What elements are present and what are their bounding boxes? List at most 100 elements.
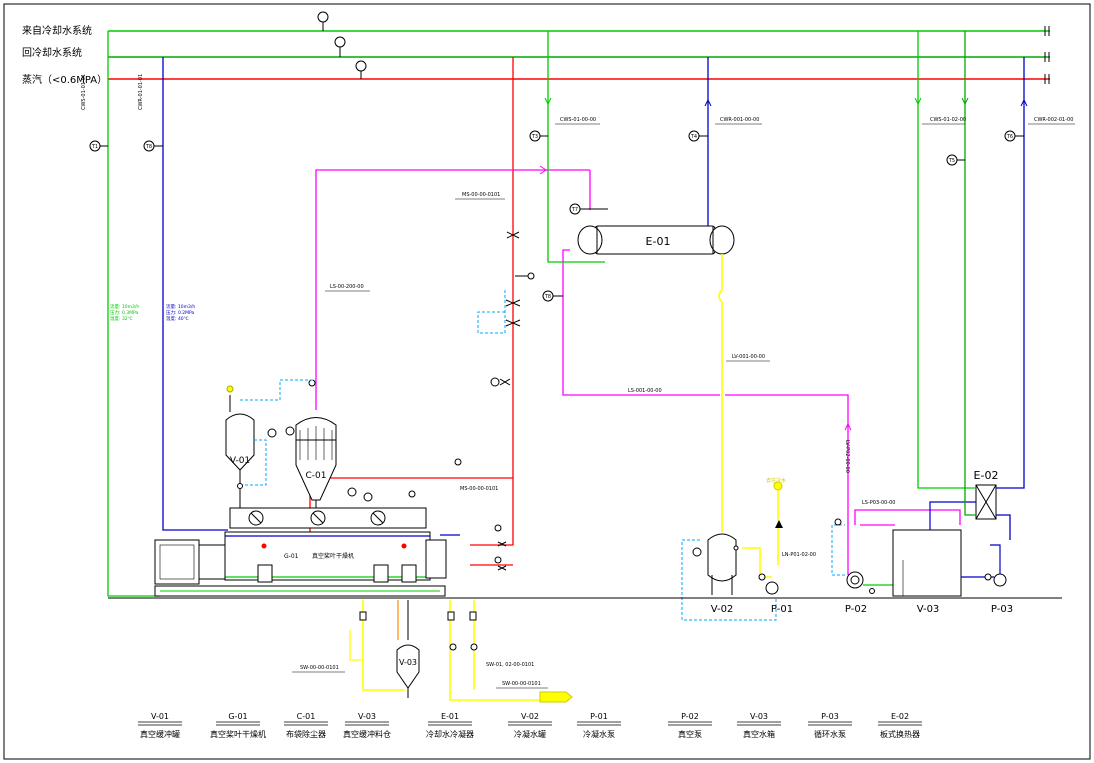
check-valve-icon <box>775 520 783 528</box>
sample-icon <box>469 611 477 621</box>
cwr-v03-b <box>996 514 1011 540</box>
flow-arrow-icon <box>539 165 547 175</box>
temperature-tag-icon <box>143 140 155 152</box>
cwr-v03 <box>996 57 1025 489</box>
note-left-blue-3: 温度: 40℃ <box>166 315 189 322</box>
cooling-return-label: 回冷却水系统 <box>22 46 82 59</box>
e01-head-left <box>577 225 603 255</box>
indicator-icon <box>408 490 416 498</box>
pipe-label-lv-e01: LV-001-00-00 <box>732 354 765 360</box>
e02-to-v03 <box>929 501 976 530</box>
steam-lines: MS-00-00-0101 MS-00-00-0101 <box>240 57 535 566</box>
legend-name: 真空缓冲罐 <box>140 729 180 739</box>
bypass-loop <box>477 311 505 334</box>
pressure-gauge-icon <box>363 492 373 502</box>
pump-p02-inner <box>850 575 860 585</box>
e01-cooling: T3 T4 CWS-01-00-00 CWR-001-00-00 <box>529 31 762 263</box>
pressure-gauge-icon <box>355 60 367 72</box>
e01-head-right <box>709 225 735 255</box>
v02-p01: V-02 P-01 <box>681 520 793 621</box>
seal-loop <box>349 630 363 661</box>
legend-tag: V-03 <box>358 712 376 721</box>
note-left-green-3: 温度: 32℃ <box>110 315 133 322</box>
vapor-to-p02 <box>725 394 849 575</box>
left-cooling-lines: CWS-01-01-01 CWR-01-01-01 流量: 10m3/h 压力:… <box>81 31 228 597</box>
cooling-supply-label: 来自冷却水系统 <box>22 24 92 37</box>
indicator-icon <box>226 385 234 393</box>
vapor-lines: LS-00-200-00 LS-001-00-00 LV-P02-00-00 L… <box>308 165 961 575</box>
legend-tag: V-03 <box>750 712 768 721</box>
pipe-label-cwr-e01: CWR-001-00-00 <box>720 117 759 123</box>
indicator-icon <box>401 543 407 549</box>
pipe-label-sw-left: SW-00-00-0101 <box>300 665 339 671</box>
yellow-indicator-icon <box>773 481 783 491</box>
v03-p03-e02: V-03 P-03 E-02 T5 T6 CWS-01-02-00 CWR-00… <box>869 31 1075 615</box>
seal-water-mid <box>449 600 540 701</box>
indicator-icon <box>470 643 478 651</box>
vapor-e01-to-pump <box>562 249 720 396</box>
valve-icon <box>497 565 507 571</box>
p02: P-02 <box>831 518 895 615</box>
v01-buffer: V-01 <box>225 379 316 510</box>
drive-motor <box>154 539 200 585</box>
instrument-t7: T7 <box>571 207 578 213</box>
v03-tank <box>892 529 962 597</box>
e02-x <box>975 484 997 520</box>
pipe-label-cws-left: CWS-01-01-01 <box>81 74 87 110</box>
flow-arrow-icon <box>961 97 969 106</box>
indicator-icon <box>869 588 875 594</box>
pipe-label-ls-v03: LS-P03-00-00 <box>862 500 895 506</box>
legend-tag: P-02 <box>681 712 699 721</box>
p03-tag: P-03 <box>991 604 1013 615</box>
valve-icon <box>497 541 507 547</box>
pipe-label-ms-dryer: MS-00-00-0101 <box>460 486 498 492</box>
flow-arrow-icon <box>704 98 712 107</box>
legend-name: 冷凝水泵 <box>583 729 615 739</box>
p02-vacuum <box>831 524 845 576</box>
dryer-name: 真空桨叶干燥机 <box>312 552 354 560</box>
sight-glass-x <box>312 512 324 524</box>
instrument-t6: T6 <box>1006 134 1013 140</box>
pressure-gauge-icon <box>317 11 329 23</box>
dryer-leg <box>401 564 417 583</box>
legend-tag: E-02 <box>891 712 909 721</box>
legend-name: 真空泵 <box>678 729 702 739</box>
v02-vacuum-loop <box>681 539 777 621</box>
indicator-icon <box>308 379 316 387</box>
indicator-icon <box>454 458 462 466</box>
condensate-e01-v02 <box>718 254 723 532</box>
drive-end <box>425 539 447 579</box>
valve-icon <box>505 319 521 327</box>
condensate-to-p01 <box>742 547 772 578</box>
legend-name: 板式换热器 <box>880 729 920 739</box>
sample-icon <box>447 611 455 621</box>
vapor-v03-top <box>854 509 961 525</box>
e01-condenser: E-01 T7 T8 <box>542 203 735 302</box>
e02-tag: E-02 <box>974 469 999 482</box>
dryer-leg <box>373 564 389 583</box>
legend-name: 冷凝水罐 <box>514 729 546 739</box>
pipe-label-lv-p02: LV-P02-00-00 <box>844 440 850 473</box>
instrument-t3: T3 <box>531 134 538 140</box>
indicator-icon <box>267 428 277 438</box>
flow-arrow-icon <box>914 97 922 106</box>
steam-drop <box>470 57 514 546</box>
v02-vessel <box>707 533 737 582</box>
indicator-icon <box>527 272 535 280</box>
pipe-label-ms-top: MS-00-00-0101 <box>462 192 500 198</box>
seal-water-left <box>362 600 405 691</box>
sight-glass-x <box>372 512 384 524</box>
yellow-note: 去往冷水 <box>766 477 786 484</box>
indicator-icon <box>494 556 502 564</box>
c01-tag: C-01 <box>306 471 327 481</box>
cws-v03 <box>917 31 976 489</box>
legend-tag: E-01 <box>441 712 459 721</box>
pressure-gauge-icon <box>285 426 295 436</box>
dryer-leg <box>257 564 273 583</box>
pump-p02-icon <box>846 571 864 589</box>
v01-tag: V-01 <box>230 456 250 466</box>
left-cws-line <box>107 31 160 597</box>
legend-name: 真空水箱 <box>743 729 775 739</box>
legend-name: 布袋除尘器 <box>286 729 326 739</box>
